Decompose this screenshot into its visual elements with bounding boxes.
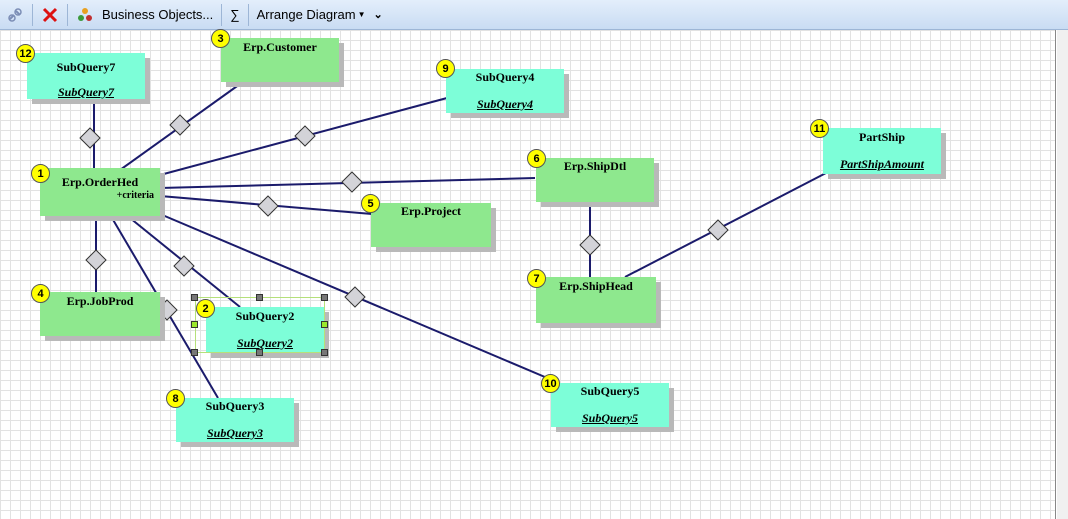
node-link[interactable]: SubQuery2: [236, 336, 293, 350]
diagram-toolbar: Business Objects... ∑ Arrange Diagram ▼ …: [0, 0, 1068, 30]
business-objects-label: Business Objects...: [102, 7, 214, 22]
node-number-badge: 9: [436, 59, 455, 78]
node-subquery7[interactable]: SubQuery7 SubQuery7: [27, 53, 145, 99]
node-link[interactable]: PartShipAmount: [839, 157, 925, 171]
node-erp-shipdtl[interactable]: Erp.ShipDtl: [536, 158, 654, 202]
node-criteria: +criteria: [116, 190, 154, 201]
node-title: SubQuery3: [205, 399, 265, 413]
relation-diamond-icon: [344, 286, 366, 308]
resize-handle[interactable]: [191, 349, 198, 356]
sum-button[interactable]: ∑: [224, 2, 245, 28]
resize-handle[interactable]: [256, 294, 263, 301]
node-number-badge: 11: [810, 119, 829, 138]
resize-handle[interactable]: [321, 321, 328, 328]
node-erp-project[interactable]: Erp.Project: [371, 203, 491, 247]
node-number-badge: 2: [196, 299, 215, 318]
toolbar-separator: [247, 3, 249, 26]
relation-diamond-icon: [156, 299, 178, 321]
link-icon: [6, 6, 24, 24]
overflow-icon: ⌄: [373, 9, 383, 21]
toolbar-separator: [67, 3, 68, 26]
resize-handle[interactable]: [321, 349, 328, 356]
red-x-delete-icon: [41, 6, 59, 24]
node-title: Erp.Project: [400, 204, 462, 218]
node-erp-shiphead[interactable]: Erp.ShipHead: [536, 277, 656, 323]
resize-handle[interactable]: [191, 294, 198, 301]
relation-diamond-icon: [173, 255, 195, 277]
node-number-badge: 4: [31, 284, 50, 303]
relation-diamond-icon: [85, 249, 107, 271]
node-subquery3[interactable]: SubQuery3 SubQuery3: [176, 398, 294, 442]
toolbar-overflow-button[interactable]: ⌄: [371, 2, 384, 28]
delete-button[interactable]: [35, 2, 65, 28]
chevron-down-icon: ▼: [357, 10, 366, 19]
node-subquery4[interactable]: SubQuery4 SubQuery4: [446, 69, 564, 113]
node-title: Erp.OrderHed: [61, 175, 139, 189]
node-title: Erp.ShipDtl: [563, 159, 627, 173]
node-title: SubQuery2: [235, 309, 295, 323]
node-number-badge: 3: [211, 29, 230, 48]
node-title: PartShip: [858, 130, 905, 144]
node-subquery2[interactable]: SubQuery2 SubQuery2: [206, 307, 324, 353]
node-link[interactable]: SubQuery3: [206, 426, 263, 440]
node-number-badge: 1: [31, 164, 50, 183]
relation-diamond-icon: [341, 171, 363, 193]
node-title: Erp.ShipHead: [559, 279, 633, 293]
resize-handle[interactable]: [256, 349, 263, 356]
toolbar-separator: [32, 3, 33, 26]
toolbar-separator: [221, 3, 223, 26]
node-title: Erp.JobProd: [66, 294, 134, 308]
arrange-diagram-dropdown[interactable]: Arrange Diagram ▼: [251, 2, 372, 28]
vertical-scrollbar[interactable]: [1057, 30, 1068, 519]
resize-handle[interactable]: [191, 321, 198, 328]
relation-diamond-icon: [579, 234, 601, 256]
sum-label: ∑: [230, 7, 240, 22]
node-erp-orderhed[interactable]: Erp.OrderHed +criteria: [40, 168, 160, 216]
relation-diamond-icon: [257, 195, 279, 217]
node-link[interactable]: SubQuery5: [581, 411, 638, 425]
relation-diamond-icon: [169, 114, 191, 136]
node-subquery5[interactable]: SubQuery5 SubQuery5: [551, 383, 669, 427]
colored-dots-icon: [76, 6, 94, 24]
node-number-badge: 10: [541, 374, 560, 393]
node-number-badge: 12: [16, 44, 35, 63]
business-objects-button[interactable]: Business Objects...: [70, 2, 219, 28]
relation-diamond-icon: [79, 127, 101, 149]
node-number-badge: 7: [527, 269, 546, 288]
node-erp-customer[interactable]: Erp.Customer: [221, 38, 339, 82]
node-title: Erp.Customer: [243, 40, 317, 54]
node-number-badge: 8: [166, 389, 185, 408]
node-number-badge: 5: [361, 194, 380, 213]
arrange-diagram-label: Arrange Diagram: [256, 7, 356, 22]
resize-handle[interactable]: [321, 294, 328, 301]
node-title: SubQuery4: [475, 70, 535, 84]
relation-diamond-icon: [707, 219, 729, 241]
node-link[interactable]: SubQuery4: [476, 97, 533, 111]
node-partship[interactable]: PartShip PartShipAmount: [823, 128, 941, 174]
node-title: SubQuery5: [580, 384, 640, 398]
node-title: SubQuery7: [56, 60, 116, 74]
node-erp-jobprod[interactable]: Erp.JobProd: [40, 292, 160, 336]
relation-diamond-icon: [294, 125, 316, 147]
node-number-badge: 6: [527, 149, 546, 168]
link-button[interactable]: [0, 2, 30, 28]
node-link[interactable]: SubQuery7: [57, 85, 114, 99]
